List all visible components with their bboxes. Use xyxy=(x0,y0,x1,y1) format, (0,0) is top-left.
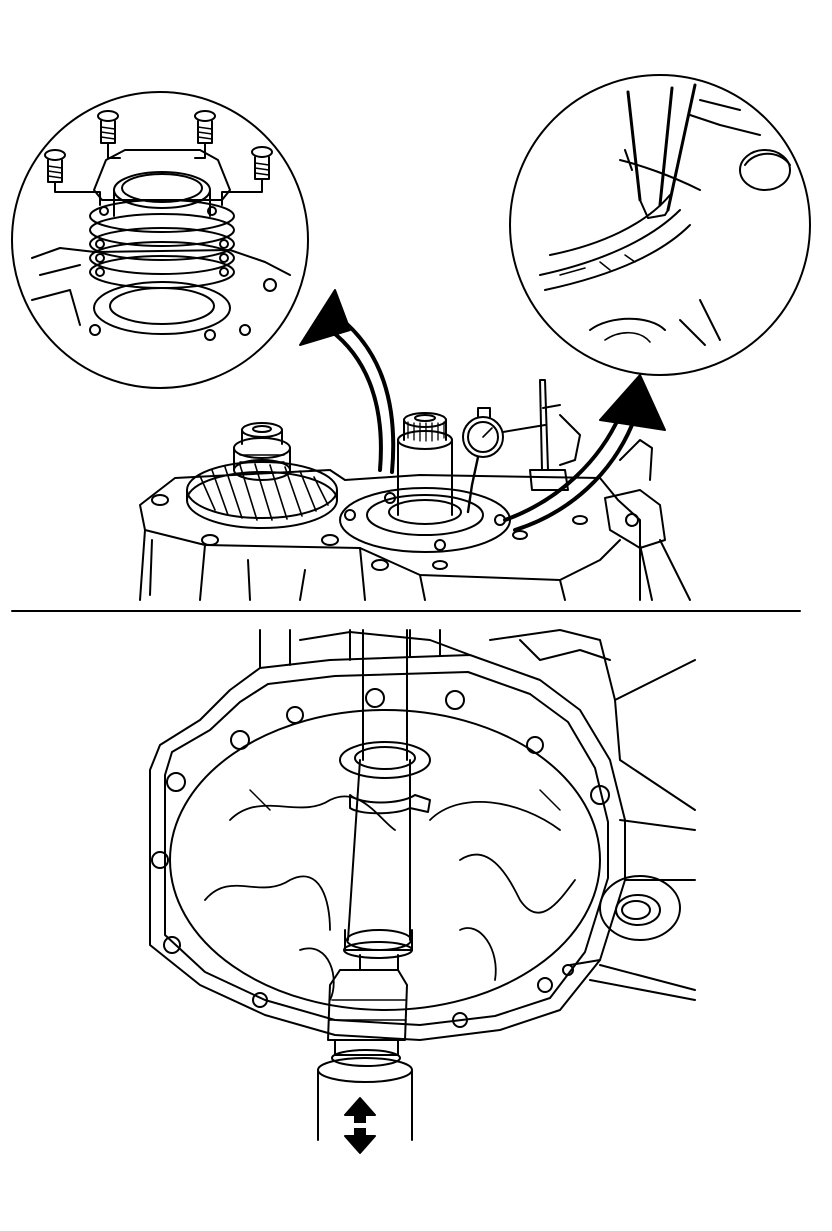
shim-stack-icon xyxy=(89,149,235,289)
bolt-icon xyxy=(44,149,101,206)
bolt-icon xyxy=(97,110,121,159)
bell-housing xyxy=(149,629,696,1041)
feeler-gauge-icon xyxy=(626,83,697,219)
callout-circle-icon xyxy=(11,91,309,389)
callout-circle-icon xyxy=(509,74,811,376)
bearing-retainer xyxy=(339,412,511,553)
slide-hammer-icon xyxy=(317,954,413,1141)
upper-panel xyxy=(11,74,811,601)
bolt-icon xyxy=(221,146,273,206)
bolt-icon xyxy=(194,110,216,159)
double-arrow-icon xyxy=(344,1097,376,1154)
curved-arrow-icon xyxy=(299,289,396,474)
transmission-case-upper xyxy=(139,439,691,601)
dial-indicator-icon xyxy=(462,379,581,514)
input-shaft xyxy=(339,629,431,959)
curved-arrow-icon xyxy=(503,374,666,532)
lower-panel xyxy=(149,629,696,1154)
helical-gear xyxy=(186,422,338,529)
